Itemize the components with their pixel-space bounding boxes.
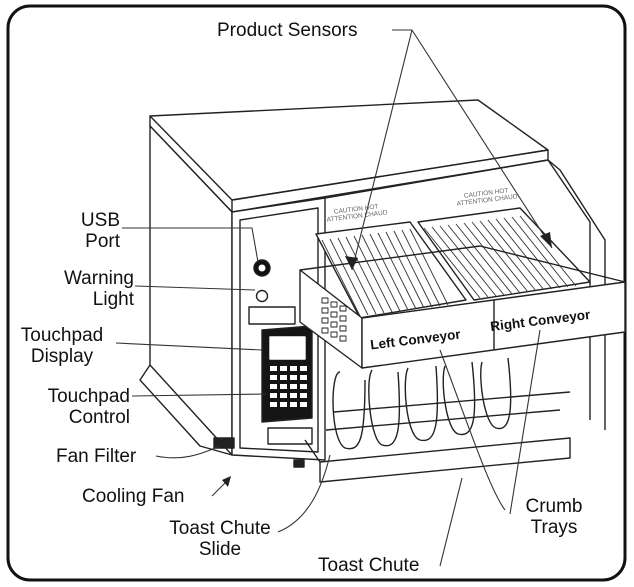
label-line: USB [80, 210, 120, 231]
usb-port-label: USB Port [40, 210, 120, 252]
touchpad-display-label: Touchpad Display [10, 325, 114, 367]
label-line: Warning [63, 268, 134, 289]
label-line: Touchpad [20, 325, 104, 346]
label-line: Crumb [525, 496, 583, 517]
label-line: Slide [198, 539, 242, 560]
cooling-fan-label: Cooling Fan [82, 486, 185, 507]
touchpad-control-label: Touchpad Control [20, 386, 130, 428]
label-line: Trays [530, 517, 578, 538]
toast-chute-slide-label: Toast Chute Slide [160, 518, 280, 560]
label-line: Display [30, 346, 94, 367]
label-line: Toast Chute [169, 518, 271, 539]
warning-light-label: Warning Light [30, 268, 134, 310]
label-line: Port [85, 231, 120, 252]
label-line: Light [92, 289, 134, 310]
toast-chute-label: Toast Chute [318, 555, 420, 576]
arrowheads [222, 232, 552, 487]
label-line: Touchpad [47, 386, 130, 407]
crumb-trays-label: Crumb Trays [514, 496, 594, 538]
fan-filter-label: Fan Filter [56, 446, 137, 467]
label-line: Control [68, 407, 130, 428]
warning-light-icon [255, 289, 269, 303]
product-sensors-label: Product Sensors [217, 20, 358, 41]
leader-lines [115, 29, 553, 567]
